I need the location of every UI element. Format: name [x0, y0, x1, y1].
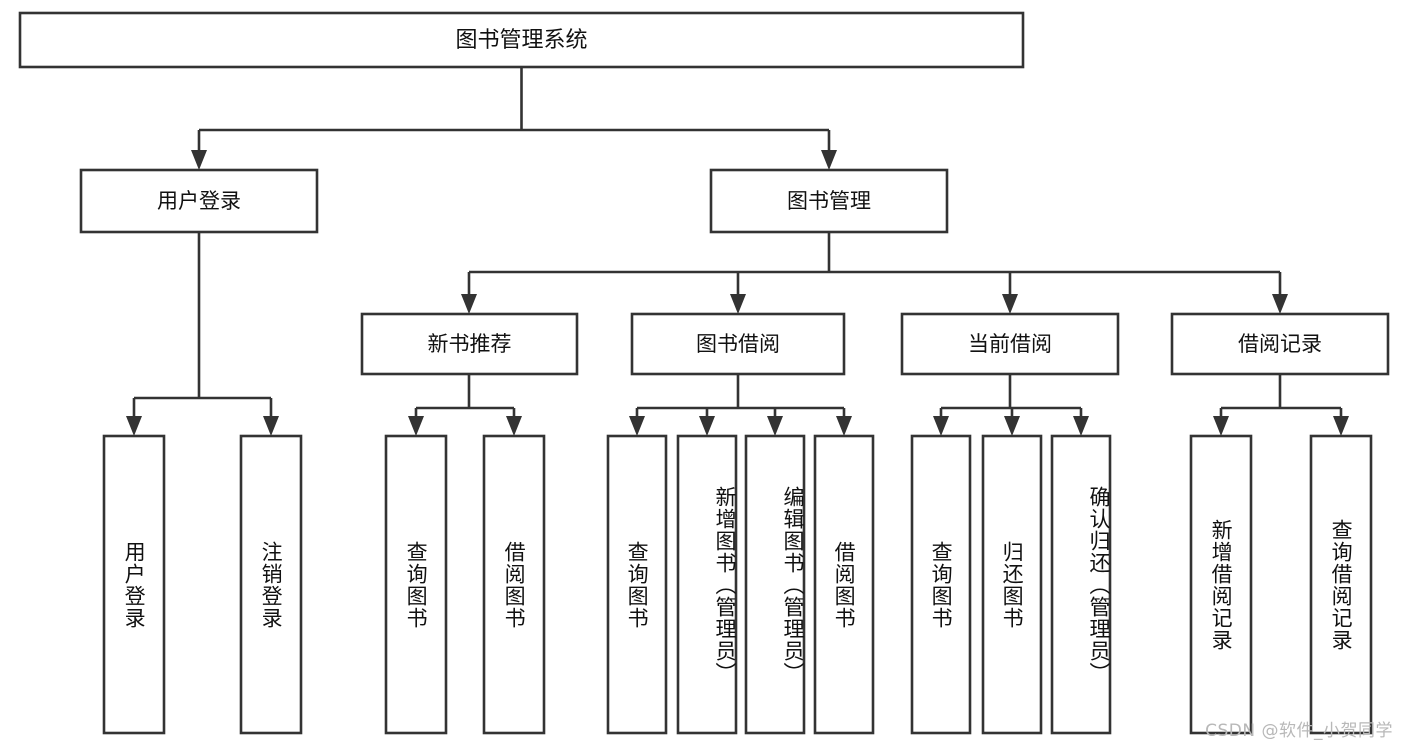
connector-new-book-rec-bus	[414, 374, 516, 418]
node-leaf-rec-query-book-box[interactable]	[384, 434, 448, 735]
node-book-manage[interactable]: 图书管理	[709, 168, 949, 234]
node-leaf-borrow-query-book-box[interactable]	[606, 434, 668, 735]
arrowhead-leaf-rec-add-record	[1213, 416, 1229, 436]
node-leaf-rec-add-record-box[interactable]	[1189, 434, 1253, 735]
node-leaf-cur-confirm-return-box[interactable]	[1050, 434, 1112, 735]
node-current-borrow[interactable]: 当前借阅	[900, 312, 1120, 376]
node-leaf-borrow-borrow-book-box[interactable]	[813, 434, 875, 735]
node-book-manage-label: 图书管理	[787, 189, 871, 213]
arrowhead-leaf-user-logout	[263, 416, 279, 436]
node-leaf-cur-return-book-box[interactable]	[981, 434, 1043, 735]
arrowhead-book-manage	[821, 150, 837, 170]
connector-layer	[126, 67, 1349, 436]
node-book-manage-box[interactable]	[709, 168, 949, 234]
node-new-book-rec[interactable]: 新书推荐	[360, 312, 579, 376]
connector-root-bus	[197, 67, 831, 152]
arrowhead-current-borrow	[1002, 294, 1018, 314]
connector-book-manage-bus	[467, 232, 1282, 296]
node-book-borrow[interactable]: 图书借阅	[630, 312, 846, 376]
node-current-borrow-label: 当前借阅	[968, 332, 1052, 356]
node-leaf-cur-query-book-box[interactable]	[910, 434, 972, 735]
arrowhead-leaf-rec-query-record	[1333, 416, 1349, 436]
arrowhead-leaf-cur-query-book	[933, 416, 949, 436]
node-leaf-rec-query-record-box[interactable]	[1309, 434, 1373, 735]
node-borrow-record[interactable]: 借阅记录	[1170, 312, 1390, 376]
connector-book-borrow-bus	[635, 374, 846, 418]
node-leaf-rec-borrow-book-box[interactable]	[482, 434, 546, 735]
node-root[interactable]: 图书管理系统	[18, 11, 1025, 69]
arrowhead-new-book-rec	[461, 294, 477, 314]
node-borrow-record-box[interactable]	[1170, 312, 1390, 376]
arrowhead-leaf-rec-query-book	[408, 416, 424, 436]
arrowhead-leaf-borrow-borrow-book	[836, 416, 852, 436]
node-new-book-rec-label: 新书推荐	[428, 332, 512, 356]
node-leaf-user-logout-box[interactable]	[239, 434, 303, 735]
node-user-login-box[interactable]	[79, 168, 319, 234]
arrowhead-leaf-cur-return-book	[1004, 416, 1020, 436]
node-leaf-borrow-edit-book-box[interactable]	[744, 434, 806, 735]
arrowhead-borrow-record	[1272, 294, 1288, 314]
arrowhead-book-borrow	[730, 294, 746, 314]
node-leaf-borrow-add-book-box[interactable]	[676, 434, 738, 735]
node-borrow-record-label: 借阅记录	[1238, 332, 1322, 356]
node-book-borrow-label: 图书借阅	[696, 332, 780, 356]
node-user-login-label: 用户登录	[157, 189, 241, 213]
arrowhead-user-login	[191, 150, 207, 170]
connector-borrow-record-bus	[1219, 374, 1343, 418]
node-layer: 图书管理系统 用户登录 图书管理 新书推荐 图书借阅	[18, 11, 1390, 735]
node-new-book-rec-box[interactable]	[360, 312, 579, 376]
node-current-borrow-box[interactable]	[900, 312, 1120, 376]
arrowhead-leaf-user-login	[126, 416, 142, 436]
arrowhead-leaf-rec-borrow-book	[506, 416, 522, 436]
arrowhead-leaf-borrow-query-book	[629, 416, 645, 436]
node-user-login[interactable]: 用户登录	[79, 168, 319, 234]
node-root-box[interactable]	[18, 11, 1025, 69]
node-root-label: 图书管理系统	[455, 28, 587, 53]
connector-user-login-bus	[132, 232, 273, 418]
csdn-watermark: CSDN @软件_小贺同学	[1205, 721, 1393, 741]
arrowhead-leaf-borrow-edit-book	[767, 416, 783, 436]
node-leaf-user-login-box[interactable]	[102, 434, 166, 735]
arrowhead-leaf-cur-confirm-return	[1073, 416, 1089, 436]
connector-current-borrow-bus	[939, 374, 1083, 418]
arrowhead-leaf-borrow-add-book	[699, 416, 715, 436]
node-book-borrow-box[interactable]	[630, 312, 846, 376]
